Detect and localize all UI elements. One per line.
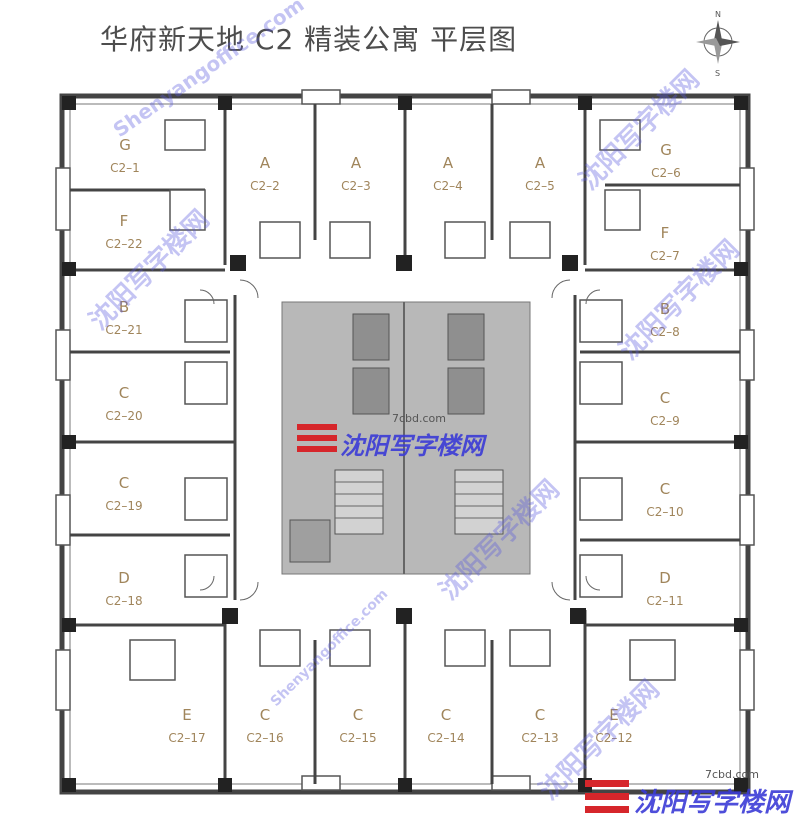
unit-type: C [260,706,270,724]
wet-rooms [129,119,676,681]
unit-code: C2–21 [105,323,142,337]
unit-type: A [351,154,362,172]
unit-type: C [660,480,670,498]
door-swings [199,279,601,601]
unit-label: C C2–15 [339,706,376,745]
unit-code: C2–15 [339,731,376,745]
unit-code: C2–20 [105,409,142,423]
unit-type: A [535,154,546,172]
unit-label: D C2–11 [646,569,683,608]
unit-label: C C2–14 [427,706,464,745]
unit-code: C2–11 [646,594,683,608]
unit-type: E [182,706,191,724]
unit-code: C2–14 [427,731,464,745]
unit-type: G [119,136,131,154]
unit-code: C2–3 [341,179,371,193]
compass-n: N [715,10,721,19]
unit-type: C [441,706,451,724]
unit-code: C2–4 [433,179,463,193]
watermark-site: 7cbd.com [392,412,447,425]
unit-code: C2–8 [650,325,680,339]
unit-type: C [353,706,363,724]
unit-code: C2–6 [651,166,681,180]
unit-label: B C2–21 [105,298,142,337]
unit-label: A C2–2 [250,154,280,193]
unit-label: C C2–20 [105,384,142,423]
bay-windows [55,89,755,791]
unit-label: F C2–22 [105,212,142,251]
watermark-site: 7cbd.com [705,768,760,781]
columns [62,96,748,792]
unit-code: C2–10 [646,505,683,519]
compass-s: S [715,69,720,78]
unit-label: A C2–3 [341,154,371,193]
unit-type: G [660,141,672,159]
unit-code: C2–9 [650,414,680,428]
unit-label: D C2–18 [105,569,142,608]
unit-label: E C2–12 [595,706,632,745]
partition-walls [70,104,740,784]
unit-label: E C2–17 [168,706,205,745]
unit-label: A C2–4 [433,154,463,193]
unit-code: C2–16 [246,731,283,745]
unit-type: A [443,154,454,172]
page-title: 华府新天地 C2 精装公寓 平层图 [100,23,518,56]
brand-logo-text: 沈阳写字楼网 [634,788,791,818]
unit-type: D [659,569,671,587]
brand-logo-text: 沈阳写字楼网 [340,432,484,460]
unit-type: C [119,474,129,492]
unit-type: F [120,212,129,230]
unit-label: B C2–8 [650,300,680,339]
brand-logo-icon [297,424,337,454]
unit-type: C [660,389,670,407]
unit-code: C2–13 [521,731,558,745]
unit-code: C2–1 [110,161,140,175]
unit-code: C2–22 [105,237,142,251]
unit-code: C2–2 [250,179,280,193]
unit-label: G C2–6 [651,141,681,180]
unit-type: E [609,706,618,724]
unit-code: C2–7 [650,249,680,263]
unit-label: C C2–9 [650,389,680,428]
unit-code: C2–18 [105,594,142,608]
unit-code: C2–5 [525,179,555,193]
unit-label: F C2–7 [650,224,680,263]
unit-label: G C2–1 [110,136,140,175]
unit-type: B [660,300,670,318]
unit-code: C2–12 [595,731,632,745]
brand-logo-icon [585,780,629,814]
unit-label: C C2–19 [105,474,142,513]
unit-type: B [119,298,129,316]
unit-label: C C2–16 [246,706,283,745]
unit-type: C [119,384,129,402]
unit-code: C2–17 [168,731,205,745]
unit-label: C C2–10 [646,480,683,519]
unit-label: C C2–13 [521,706,558,745]
unit-code: C2–19 [105,499,142,513]
unit-type: A [260,154,271,172]
unit-label: A C2–5 [525,154,555,193]
unit-type: C [535,706,545,724]
compass-icon: N S [696,10,740,78]
unit-type: F [661,224,670,242]
unit-type: D [118,569,130,587]
